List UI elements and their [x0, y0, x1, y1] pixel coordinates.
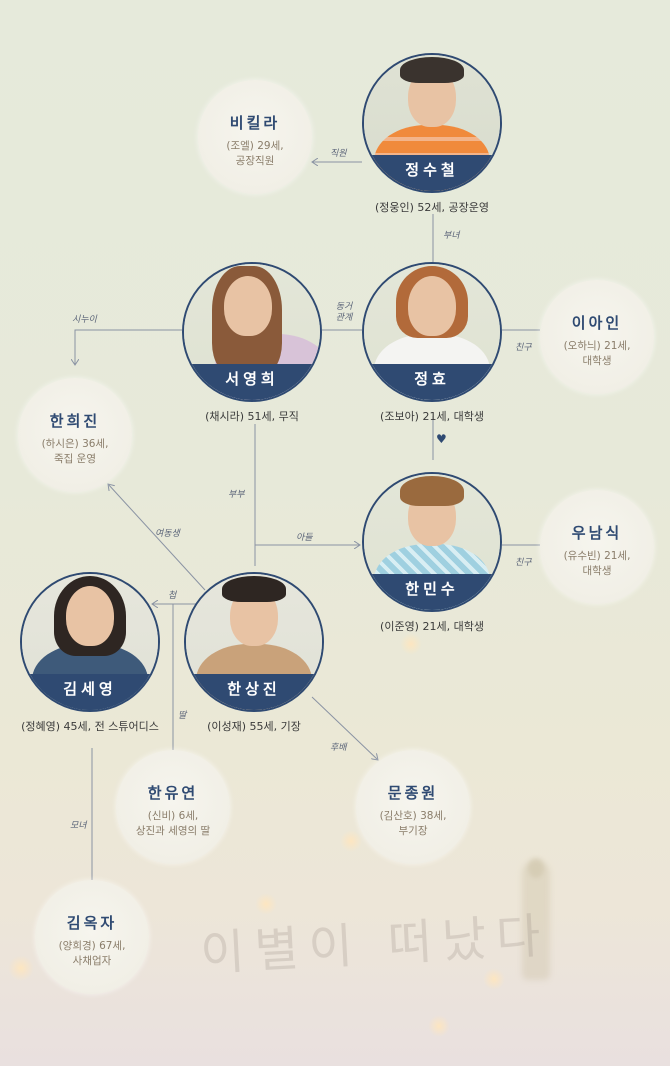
silhouette-figure — [522, 860, 550, 980]
relation-label-daughter: 딸 — [178, 711, 187, 721]
character-desc: (유수빈) 21세,대학생 — [563, 550, 631, 577]
relation-label-friend: 친구 — [515, 343, 532, 353]
relation-label-employee: 직원 — [330, 149, 347, 159]
bokeh-light — [400, 633, 422, 655]
character-caption: (정혜영) 45세, 전 스튜어디스 — [21, 720, 159, 733]
character-name: 정효 — [364, 364, 500, 400]
relation-label-father-daughter: 부녀 — [443, 231, 460, 241]
relation-label-friend: 친구 — [515, 558, 532, 568]
relation-label-son: 아들 — [296, 533, 313, 543]
bokeh-light — [340, 830, 362, 852]
character-name: 한희진 — [49, 412, 101, 430]
relation-label-junior: 후배 — [330, 743, 347, 753]
character-caption: (이성재) 55세, 기장 — [207, 720, 301, 733]
character-desc: (오하늬) 21세,대학생 — [563, 340, 631, 367]
character-name: 한민수 — [364, 574, 500, 610]
relation-label-younger-sister: 여동생 — [155, 529, 180, 539]
relation-label-cohabitation: 동거 관계 — [335, 302, 353, 323]
character-caption: (이준영) 21세, 대학생 — [380, 620, 484, 633]
character-name: 서영희 — [184, 364, 320, 400]
character-photo: 김세영 — [20, 572, 160, 712]
heart-icon: ♥ — [436, 432, 447, 446]
character-desc: (양희경) 67세,사채업자 — [58, 940, 126, 967]
character-node-moon-jongwon[interactable]: 문종원 (김산호) 38세,부기장 — [356, 750, 470, 864]
character-name: 문종원 — [387, 784, 439, 802]
character-name: 정수철 — [364, 155, 500, 191]
character-caption: (정웅인) 52세, 공장운영 — [374, 201, 490, 214]
bokeh-light — [8, 955, 34, 981]
character-node-seo-younghee[interactable]: 서영희 (채시라) 51세, 무직 — [182, 262, 322, 423]
character-caption: (조보아) 21세, 대학생 — [380, 410, 484, 423]
character-caption: (채시라) 51세, 무직 — [205, 410, 299, 423]
character-photo: 정수철 — [362, 53, 502, 193]
character-node-kim-seyoung[interactable]: 김세영 (정혜영) 45세, 전 스튜어디스 — [20, 572, 160, 733]
character-photo: 정효 — [362, 262, 502, 402]
character-node-han-yuyeon[interactable]: 한유연 (신비) 6세,상진과 세영의 딸 — [116, 750, 230, 864]
character-name: 한상진 — [186, 674, 322, 710]
bokeh-light — [428, 1015, 450, 1037]
character-node-han-sangjin[interactable]: 한상진 (이성재) 55세, 기장 — [184, 572, 324, 733]
relation-label-concubine: 첩 — [168, 591, 177, 601]
character-name: 김옥자 — [66, 914, 118, 932]
relation-label-sister-in-law: 시누이 — [72, 315, 97, 325]
relation-label-couple: 부부 — [228, 490, 245, 500]
character-desc: (조엘) 29세,공장직원 — [226, 140, 284, 167]
character-node-kim-okja[interactable]: 김옥자 (양희경) 67세,사채업자 — [35, 880, 149, 994]
character-photo: 한상진 — [184, 572, 324, 712]
relation-label-mother-daughter: 모녀 — [70, 821, 87, 831]
character-node-jung-hyo[interactable]: 정효 (조보아) 21세, 대학생 — [362, 262, 502, 423]
character-name: 김세영 — [22, 674, 158, 710]
character-node-woo-namsik[interactable]: 우남식 (유수빈) 21세,대학생 — [540, 490, 654, 604]
character-node-bi-killa[interactable]: 비킬라 (조엘) 29세,공장직원 — [198, 80, 312, 194]
character-name: 이아인 — [571, 314, 623, 332]
character-photo: 한민수 — [362, 472, 502, 612]
bokeh-light — [483, 968, 505, 990]
character-node-han-minsu[interactable]: 한민수 (이준영) 21세, 대학생 — [362, 472, 502, 633]
character-node-jung-sucheol[interactable]: 정수철 (정웅인) 52세, 공장운영 — [362, 53, 502, 214]
character-name: 우남식 — [571, 524, 623, 542]
character-name: 한유연 — [147, 784, 199, 802]
character-desc: (신비) 6세,상진과 세영의 딸 — [135, 810, 211, 837]
character-desc: (김산호) 38세,부기장 — [379, 810, 447, 837]
character-photo: 서영희 — [182, 262, 322, 402]
bokeh-light — [255, 893, 277, 915]
character-name: 비킬라 — [229, 114, 281, 132]
character-node-lee-ain[interactable]: 이아인 (오하늬) 21세,대학생 — [540, 280, 654, 394]
silhouette-icon — [528, 858, 544, 878]
character-desc: (하시은) 36세,죽집 운영 — [41, 438, 109, 465]
character-node-han-huijin[interactable]: 한희진 (하시은) 36세,죽집 운영 — [18, 378, 132, 492]
